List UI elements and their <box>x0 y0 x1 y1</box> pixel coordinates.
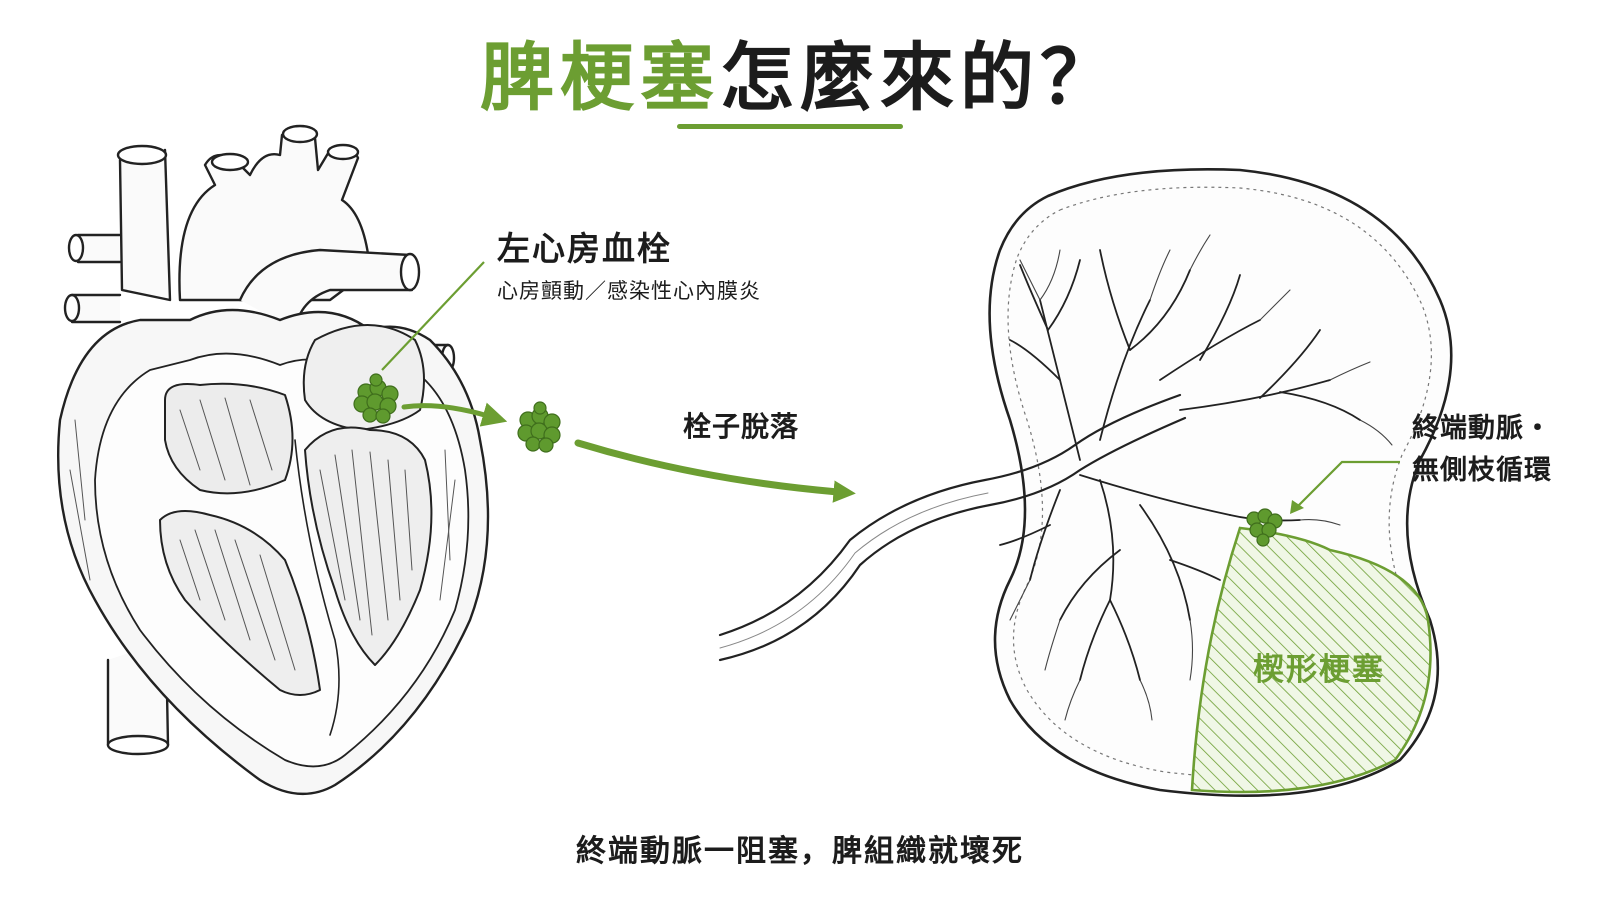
end-artery-line-1: 終端動脈・ <box>1412 413 1552 444</box>
title-rest: 怎麼來的？ <box>720 35 1120 121</box>
end-artery-line-2: 無側枝循環 <box>1412 455 1552 486</box>
arrow-right <box>401 402 508 427</box>
page-title: 脾梗塞怎麼來的？ <box>0 18 1600 125</box>
bottom-caption: 終端動脈一阻塞，脾組織就壞死 <box>576 834 1024 869</box>
title-highlight: 脾梗塞 <box>480 35 720 121</box>
detach-label: 栓子脫落 <box>683 410 800 443</box>
arrow-right <box>574 439 856 503</box>
infarct-wedge <box>1190 526 1432 794</box>
end-artery-label: 終端動脈・ 無側枝循環 <box>1412 408 1552 492</box>
thrombus-label: 左心房血栓 <box>497 229 672 268</box>
thrombus-leader-line <box>381 261 485 371</box>
heart-illustration <box>57 124 490 795</box>
lodged-clot <box>1246 508 1283 547</box>
spleen-illustration <box>718 168 1453 797</box>
infarct-label: 楔形梗塞 <box>1253 652 1385 688</box>
atrial-thrombus <box>353 373 399 424</box>
causes-label: 心房顫動／感染性心內膜炎 <box>497 279 761 303</box>
end-artery-leader-line <box>1295 460 1400 509</box>
title-underline <box>677 124 903 129</box>
embolus-clot <box>517 401 561 453</box>
